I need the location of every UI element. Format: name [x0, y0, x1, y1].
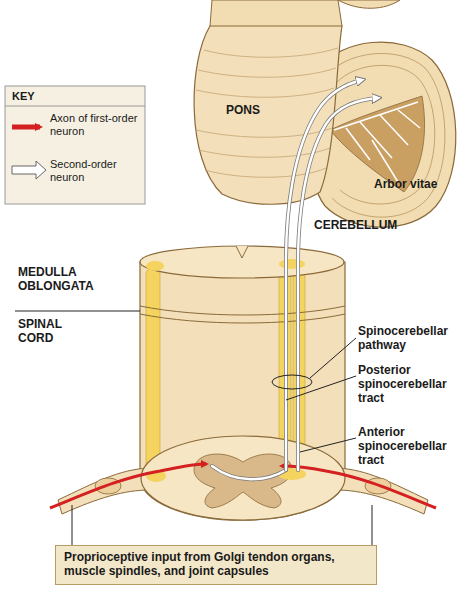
spinal-cord-body — [140, 262, 345, 520]
second-order-neuron — [212, 80, 378, 479]
structure-label: Arbor vitae — [374, 178, 469, 192]
legend-box — [5, 86, 145, 204]
left-tract-top — [146, 261, 164, 271]
white-arrow-sample — [12, 161, 46, 179]
leader-lines — [15, 311, 372, 545]
legend-text: Second-order neuron — [50, 158, 142, 183]
medulla-cord-boundary — [140, 314, 345, 323]
legend-heading: KEY — [12, 90, 72, 103]
region-label: SPINAL CORD — [18, 318, 88, 346]
box-text: Proprioceptive input from Golgi tendon o… — [64, 551, 368, 579]
structure-label: CEREBELLUM — [314, 219, 424, 233]
legend-text: Axon of first-order neuron — [50, 112, 142, 137]
right-tract-top — [279, 259, 305, 269]
structure-label: PONS — [226, 104, 286, 118]
medulla-top — [140, 246, 344, 278]
red-arrow-sample — [12, 125, 40, 130]
medulla-cord-boundary — [140, 306, 345, 315]
pons — [194, 26, 342, 204]
pathway-label: Spinocerebellar pathway — [358, 325, 472, 353]
grey-matter — [194, 454, 292, 508]
region-label: MEDULLA OBLONGATA — [18, 266, 113, 294]
cerebrum-edge — [338, 0, 400, 8]
first-order-axon — [282, 466, 436, 508]
first-order-axon — [50, 464, 206, 508]
caption-box: Proprioceptive input from Golgi tendon o… — [55, 545, 377, 585]
median-fissure — [236, 246, 248, 258]
tract-label: Anterior spinocerebellar tract — [358, 426, 472, 467]
tract-label: Posterior spinocerebellar tract — [358, 364, 472, 405]
left-tract — [146, 268, 160, 480]
